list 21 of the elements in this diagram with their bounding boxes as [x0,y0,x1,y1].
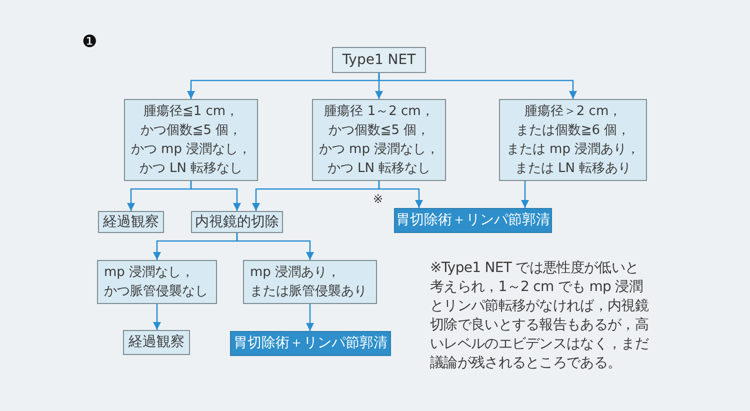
treatment-box: 胃切除術＋リンパ節郭清 [394,208,552,233]
condition-box: 腫瘍径＞2 cm，または個数≧6 個，または mp 浸潤あり，または LN 転移あり [499,99,647,181]
category-box: Type1 NET [332,47,426,73]
treatment-box: 内視鏡的切除 [191,211,283,233]
condition-box: 腫瘍径 1～2 cm，かつ個数≦5 個，かつ mp 浸潤なし，かつ LN 転移なし [312,99,446,181]
reference-mark: ※ [373,192,384,206]
arrow [378,181,423,208]
figure-number: ❶ [82,32,98,52]
arrow [521,181,529,208]
condition-box: mp 浸潤あり，または脈管侵襲あり [243,260,377,304]
arrow [378,73,577,99]
footnote: ※Type1 NET では悪性度が低いと考えられ，1～2 cm でも mp 浸潤とリンパ節転移がなければ，内視鏡切除で良いとする報告もあるが，高いレベルのエビデンスはなく，まだ議論が残されるところである。 [430,259,650,373]
treatment-box: 経過観察 [123,330,190,355]
arrow [306,304,314,331]
arrow [153,304,161,330]
treatment-box: 経過観察 [98,211,164,233]
arrow [236,233,314,260]
treatment-box: 胃切除術＋リンパ節郭清 [230,331,391,356]
condition-box: mp 浸潤なし，かつ脈管侵襲なし [97,260,217,304]
arrow [190,181,241,211]
condition-box: 腫瘍径≦1 cm，かつ個数≦5 個，かつ mp 浸潤なし，かつ LN 転移なし [124,99,258,181]
